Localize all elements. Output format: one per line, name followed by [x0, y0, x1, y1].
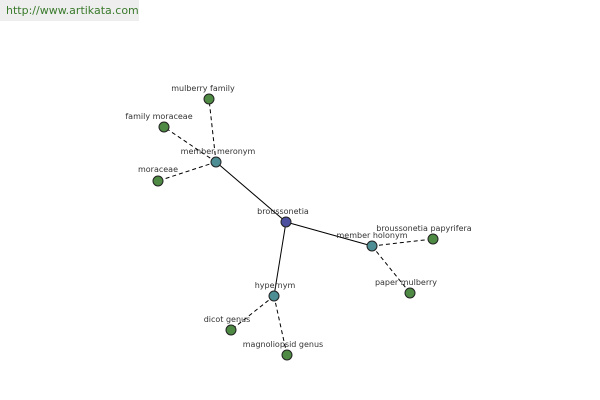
- label-broussonetia: broussonetia: [257, 207, 309, 216]
- label-member-meronym: member meronym: [181, 147, 256, 156]
- label-member-holonym: member holonym: [336, 231, 407, 240]
- label-hypernym: hypernym: [255, 281, 296, 290]
- label-broussonetia-papyrifera: broussonetia papyrifera: [376, 224, 472, 233]
- node-moraceae[interactable]: [152, 175, 164, 187]
- node-magnoliopsid-genus[interactable]: [281, 349, 293, 361]
- graph-nodes: [152, 93, 439, 361]
- edge-member-meronym-mulberry-family: [208, 98, 217, 163]
- node-paper-mulberry[interactable]: [404, 287, 416, 299]
- node-mulberry-family[interactable]: [203, 93, 215, 105]
- label-moraceae: moraceae: [138, 165, 178, 174]
- graph-edges: [157, 98, 434, 356]
- label-mulberry-family: mulberry family: [171, 84, 235, 93]
- node-family-moraceae[interactable]: [158, 121, 170, 133]
- edge-hypernym-dicot-genus: [230, 295, 275, 331]
- label-paper-mulberry: paper mulberry: [375, 278, 437, 287]
- node-broussonetia-papyrifera[interactable]: [427, 233, 439, 245]
- node-member-meronym[interactable]: [210, 156, 222, 168]
- node-hypernym[interactable]: [268, 290, 280, 302]
- node-member-holonym[interactable]: [366, 240, 378, 252]
- watermark-url: http://www.artikata.com: [0, 0, 139, 21]
- node-broussonetia[interactable]: [280, 216, 292, 228]
- edge-member-meronym-moraceae: [157, 161, 217, 182]
- label-family-moraceae: family moraceae: [125, 112, 192, 121]
- label-magnoliopsid-genus: magnoliopsid genus: [243, 340, 323, 349]
- edge-member-holonym-broussonetia-papyrifera: [371, 238, 434, 247]
- edge-broussonetia-hypernym: [273, 221, 287, 297]
- edge-hypernym-magnoliopsid-genus: [273, 295, 288, 356]
- edge-member-meronym-family-moraceae: [163, 126, 217, 163]
- edge-broussonetia-member-meronym: [215, 161, 287, 223]
- node-dicot-genus[interactable]: [225, 324, 237, 336]
- graph-labels: broussonetia member meronym mulberry famil…: [125, 84, 471, 349]
- edge-member-holonym-paper-mulberry: [371, 245, 411, 294]
- label-dicot-genus: dicot genus: [204, 315, 251, 324]
- edge-broussonetia-member-holonym: [285, 221, 373, 247]
